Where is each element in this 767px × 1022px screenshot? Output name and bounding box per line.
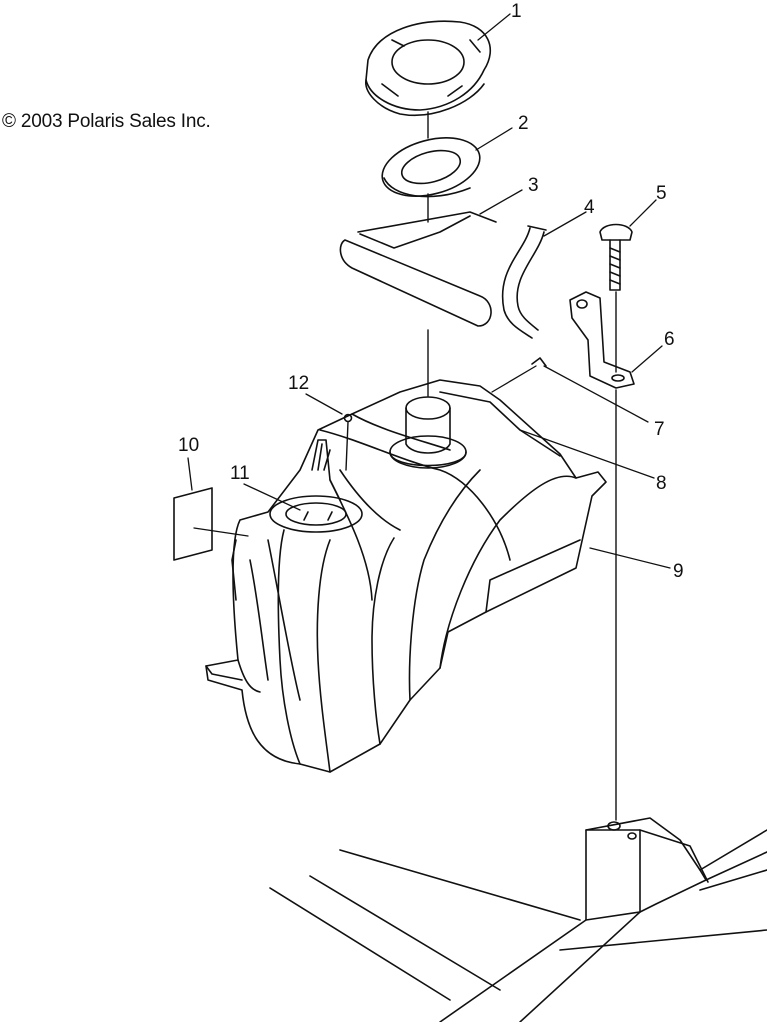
- callout-8: 8: [656, 473, 667, 494]
- part-1-fuel-cap: [365, 20, 492, 116]
- part-3-pad: [339, 211, 497, 327]
- part-11-fuel-pump: [269, 439, 363, 533]
- leader-8: [519, 429, 655, 479]
- leader-3: [479, 189, 523, 215]
- callout-2: 2: [518, 113, 529, 134]
- frame-chassis: [269, 817, 767, 1022]
- leader-4: [543, 211, 587, 237]
- leader-lines: [187, 13, 671, 569]
- callout-6: 6: [664, 329, 675, 350]
- part-7-clip: [531, 357, 547, 367]
- leader-10b: [193, 527, 249, 537]
- part-6-bracket: [569, 291, 635, 389]
- callout-4: 4: [584, 197, 595, 218]
- leader-11: [243, 483, 301, 511]
- copyright-notice: © 2003 Polaris Sales Inc.: [2, 111, 211, 132]
- callout-3: 3: [528, 175, 539, 196]
- leader-9: [589, 547, 671, 569]
- part-10-label: [173, 487, 213, 561]
- leader-12: [305, 393, 343, 415]
- callout-11: 11: [230, 463, 250, 484]
- callout-7: 7: [654, 419, 665, 440]
- leader-2: [475, 127, 513, 151]
- leader-7: [543, 365, 649, 423]
- callout-5: 5: [656, 183, 667, 204]
- alignment-lines: [345, 111, 617, 821]
- callout-12: 12: [288, 373, 310, 394]
- leader-1: [477, 13, 511, 41]
- part-4-vent-hose: [501, 225, 547, 339]
- callout-9: 9: [673, 561, 684, 582]
- part-2-gasket: [381, 137, 481, 198]
- callout-10: 10: [178, 435, 200, 456]
- leader-5: [629, 199, 657, 227]
- part-5-bolt: [599, 223, 633, 291]
- leader-7b: [491, 365, 537, 393]
- leader-6: [631, 345, 663, 373]
- callout-1: 1: [511, 1, 522, 22]
- part-9-fuel-tank: [205, 379, 607, 773]
- leader-10: [187, 457, 193, 491]
